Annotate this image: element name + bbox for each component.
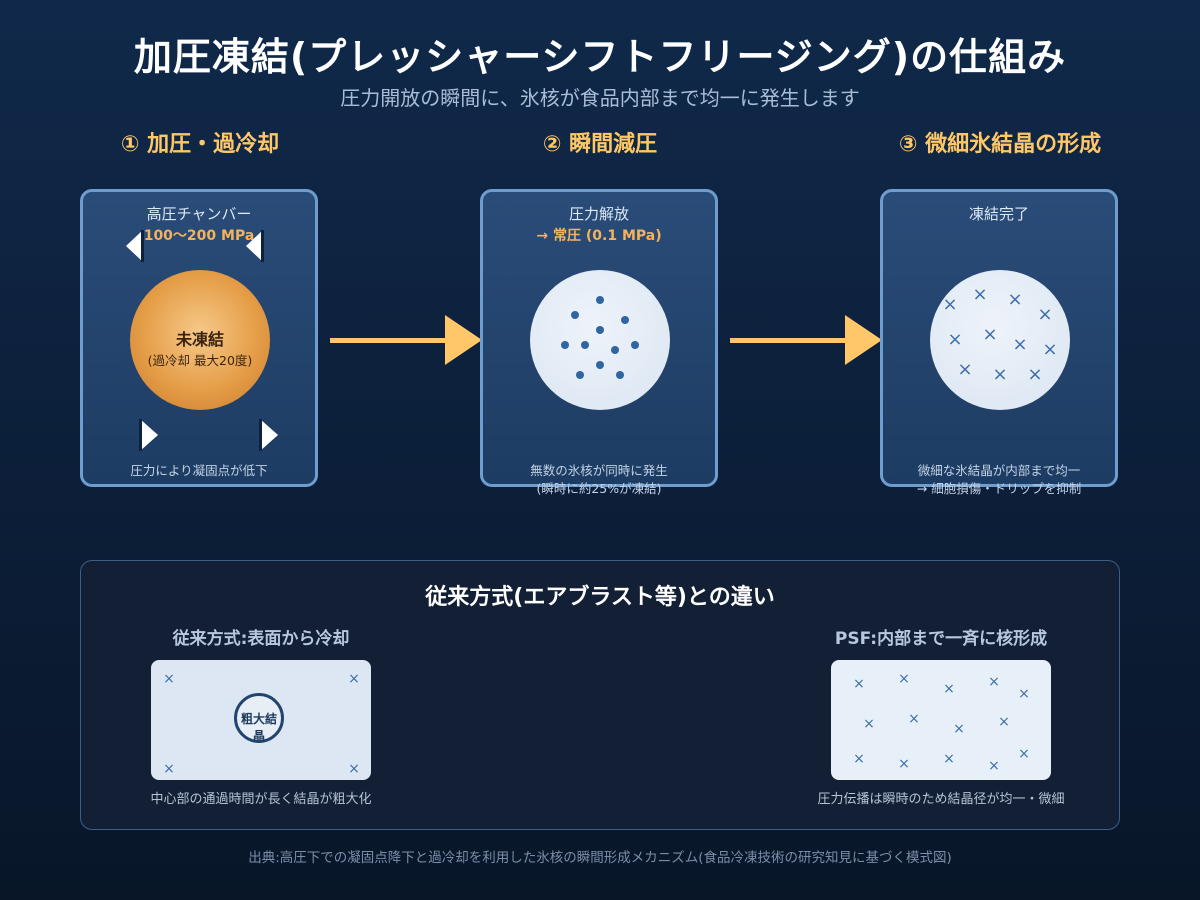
panel-caption-detail: (瞬時に約25%が凍結) xyxy=(536,481,662,496)
ice-crystal-icon: × xyxy=(348,761,360,777)
ice-crystal-icon: × xyxy=(943,681,955,697)
ice-crystal-icon: × xyxy=(947,329,963,350)
panel-caption: 無数の氷核が同時に発生 xyxy=(530,463,668,478)
ice-crystal-icon: × xyxy=(988,758,1000,774)
ice-nucleus xyxy=(596,361,604,369)
pressure-arrow-icon xyxy=(126,230,143,262)
panel-caption-detail: → 細胞損傷・ドリップを抑制 xyxy=(916,481,1082,496)
ice-nucleus xyxy=(596,326,604,334)
ice-crystal-icon: × xyxy=(942,294,958,315)
food-sphere-unfrozen: 未凍結 (過冷却 最大20度) xyxy=(130,270,270,410)
ice-nucleus xyxy=(581,341,589,349)
ice-crystal-icon: × xyxy=(163,671,175,687)
conventional-method-heading: 従来方式:表面から冷却 xyxy=(172,629,350,649)
ice-crystal-icon: × xyxy=(943,751,955,767)
panel-caption: 微細な氷結晶が内部まで均一 xyxy=(917,463,1081,478)
comparison-section: 従来方式(エアブラスト等)との違い 従来方式:表面から冷却 × × × × 粗大… xyxy=(80,560,1120,830)
ice-crystal-icon: × xyxy=(348,671,360,687)
ice-crystal-icon: × xyxy=(898,756,910,772)
ice-nucleus xyxy=(576,371,584,379)
pressure-arrow-icon xyxy=(140,419,158,451)
pressure-arrow-icon xyxy=(260,419,278,451)
conventional-freeze-illustration: × × × × 粗大結晶 xyxy=(151,660,371,780)
ice-crystal-icon: × xyxy=(1018,746,1030,762)
ice-crystal-icon: × xyxy=(972,284,988,305)
ice-crystal-icon: × xyxy=(953,721,965,737)
ice-crystal-icon: × xyxy=(863,716,875,732)
ice-crystal-icon: × xyxy=(1007,289,1023,310)
ice-crystal-icon: × xyxy=(1027,364,1043,385)
step-1-title: ① 加圧・過冷却 xyxy=(120,132,280,157)
ice-crystal-icon: × xyxy=(163,761,175,777)
flow-arrow-icon xyxy=(730,315,882,365)
psf-method-heading: PSF:内部まで一斉に核形成 xyxy=(834,629,1048,649)
panel-pressurize: 高圧チャンバー 100〜200 MPa 未凍結 (過冷却 最大20度) 圧力によ… xyxy=(80,189,318,487)
ice-nucleus xyxy=(561,341,569,349)
panel-decompress: 圧力解放 → 常圧 (0.1 MPa) 無数の氷核が同時に発生 (瞬時に約25%… xyxy=(480,189,718,496)
panel-label: 高圧チャンバー xyxy=(146,205,252,223)
psf-caption: 圧力伝播は瞬時のため結晶径が均一・微細 xyxy=(817,792,1065,807)
food-sphere-frozen: × × × × × × × × × × × xyxy=(930,270,1070,410)
sphere-state-label: 未凍結 xyxy=(175,330,224,349)
ice-crystal-icon: × xyxy=(1042,339,1058,360)
source-note: 出典:高圧下での凝固点降下と過冷却を利用した氷核の瞬間形成メカニズム(食品冷凍技… xyxy=(248,850,952,866)
ice-crystal-icon: × xyxy=(988,674,1000,690)
ice-nucleus xyxy=(621,316,629,324)
comparison-title: 従来方式(エアブラスト等)との違い xyxy=(425,585,775,610)
panel-caption: 圧力により凝固点が低下 xyxy=(130,463,268,478)
step-3-title: ③ 微細氷結晶の形成 xyxy=(898,132,1102,157)
panel-label: 圧力解放 xyxy=(568,205,629,223)
panel-label: 凍結完了 xyxy=(968,205,1029,223)
coarse-crystal-label: 粗大結晶 xyxy=(240,712,277,743)
ice-crystal-icon: × xyxy=(998,714,1010,730)
ice-crystal-icon: × xyxy=(1012,334,1028,355)
ice-nucleus xyxy=(611,346,619,354)
ice-nucleus xyxy=(571,311,579,319)
ice-crystal-icon: × xyxy=(898,671,910,687)
ice-crystal-icon: × xyxy=(1037,304,1053,325)
ice-crystal-icon: × xyxy=(1018,686,1030,702)
coarse-crystal-icon: 粗大結晶 xyxy=(234,693,284,743)
step-2-title: ② 瞬間減圧 xyxy=(542,132,658,157)
ice-crystal-icon: × xyxy=(957,359,973,380)
sphere-supercool-label: (過冷却 最大20度) xyxy=(147,353,253,368)
pressure-arrow-icon xyxy=(246,230,263,262)
ice-crystal-icon: × xyxy=(853,751,865,767)
pressure-value: 100〜200 MPa xyxy=(143,228,255,244)
ice-crystal-icon: × xyxy=(992,364,1008,385)
ice-crystal-icon: × xyxy=(853,676,865,692)
conventional-caption: 中心部の通過時間が長く結晶が粗大化 xyxy=(150,792,372,807)
pressure-arrows xyxy=(126,230,278,451)
psf-freeze-illustration: × × × × × × × × × × × × × × xyxy=(831,660,1051,780)
page-title: 加圧凍結(プレッシャーシフトフリージング)の仕組み xyxy=(133,35,1067,79)
food-sphere-nucleating xyxy=(530,270,670,410)
ice-crystal-icon: × xyxy=(908,711,920,727)
pressure-value: → 常圧 (0.1 MPa) xyxy=(536,228,662,244)
flow-arrow-icon xyxy=(330,315,482,365)
panel-frozen: 凍結完了 × × × × × × × × × × × 微細な氷結晶が内部まで均一… xyxy=(880,189,1118,496)
ice-nucleus xyxy=(616,371,624,379)
ice-nucleus xyxy=(596,296,604,304)
ice-nucleus xyxy=(631,341,639,349)
ice-crystal-icon: × xyxy=(982,324,998,345)
page-subtitle: 圧力開放の瞬間に、氷核が食品内部まで均一に発生します xyxy=(340,86,860,110)
